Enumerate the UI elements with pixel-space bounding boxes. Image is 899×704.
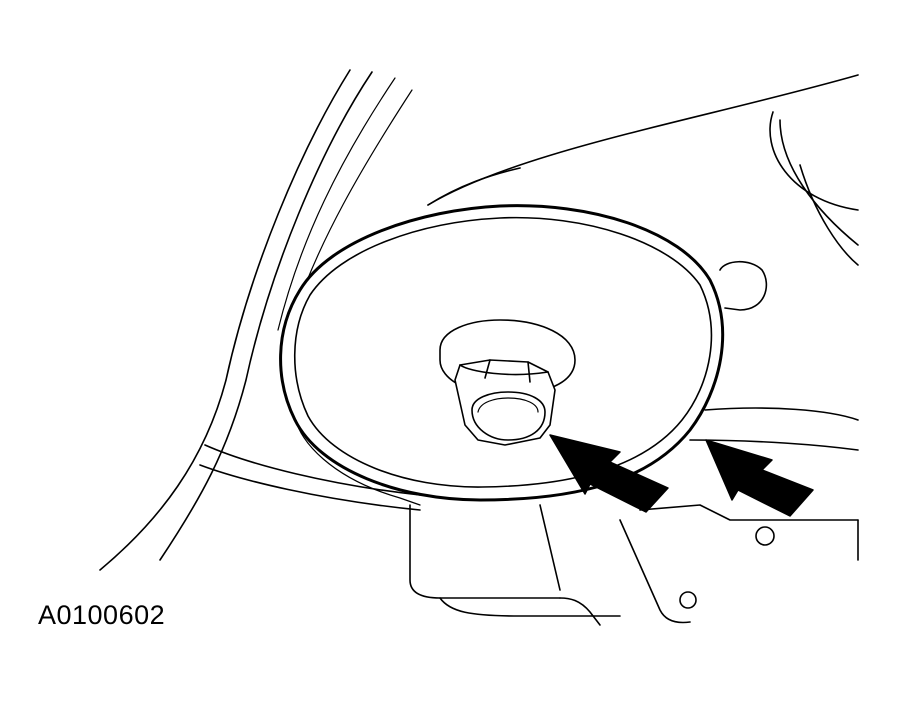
callout-arrow-washer: [705, 439, 814, 517]
lower-rail: [199, 407, 859, 511]
upper-housing: [427, 74, 859, 266]
bracket-tab: [719, 260, 768, 311]
mounting-bracket: [409, 504, 859, 626]
callout-arrow-nut: [549, 434, 669, 513]
figure-reference-code: A0100602: [38, 600, 166, 630]
flange-nut: [439, 319, 576, 446]
